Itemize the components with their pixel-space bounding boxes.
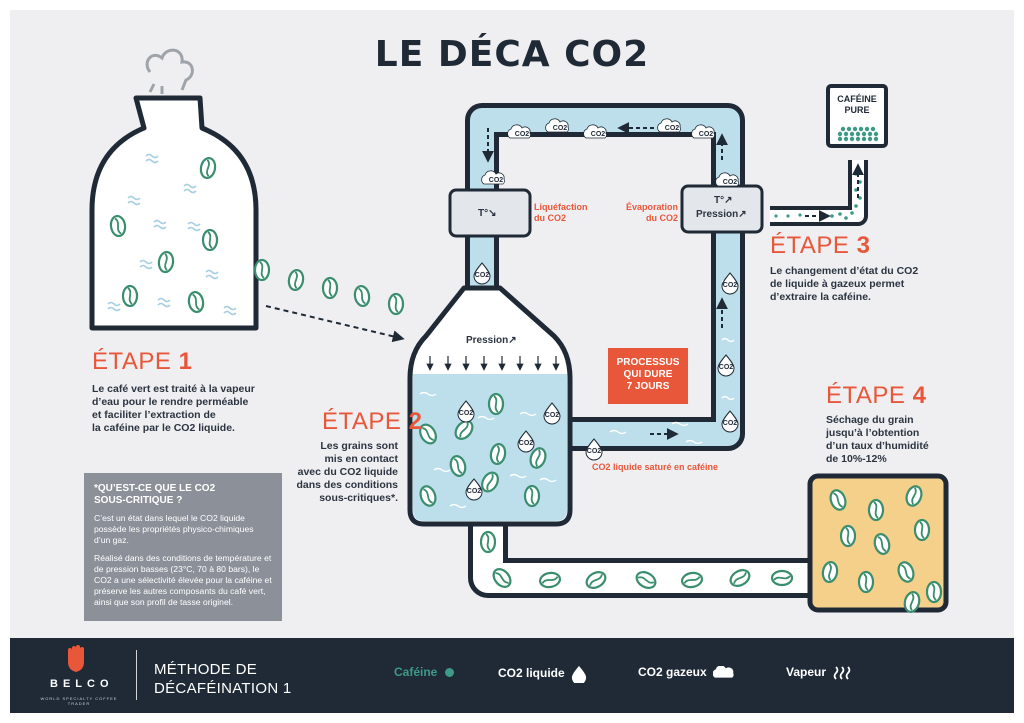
info-paragraph-2: Réalisé dans des conditions de températu… bbox=[94, 553, 272, 607]
co2-drop-icon bbox=[571, 666, 587, 685]
flow-arrow bbox=[265, 305, 405, 343]
svg-text:CO2: CO2 bbox=[519, 440, 534, 447]
svg-text:CO2: CO2 bbox=[459, 410, 474, 417]
legend-co2-liquid: CO2 liquide bbox=[498, 665, 587, 685]
tank-pressure-label: Pression↗ bbox=[466, 335, 517, 346]
svg-text:CO2: CO2 bbox=[489, 177, 504, 184]
steam-cloud-icon bbox=[145, 48, 194, 94]
tank-liquid bbox=[413, 374, 567, 521]
vapour-icon bbox=[833, 666, 851, 680]
footer-bar: BELCO WORLD SPECIALTY COFFEE TRADER MÉTH… bbox=[10, 638, 1014, 713]
svg-text:CO2: CO2 bbox=[719, 364, 734, 371]
caffeine-dot-icon bbox=[444, 668, 454, 678]
footer-divider bbox=[136, 650, 137, 700]
brand-name: BELCO bbox=[50, 678, 114, 690]
svg-text:CO2: CO2 bbox=[515, 131, 530, 138]
step-2-heading: ÉTAPE 2 bbox=[322, 408, 423, 435]
svg-text:CO2: CO2 bbox=[723, 420, 738, 427]
belco-hand-logo-icon bbox=[68, 645, 84, 672]
temp-up-label: T°↗ bbox=[714, 195, 733, 206]
svg-text:CO2: CO2 bbox=[475, 272, 490, 279]
svg-text:CO2: CO2 bbox=[553, 125, 568, 132]
svg-text:CO2: CO2 bbox=[665, 125, 680, 132]
legend-co2-gas: CO2 gazeux bbox=[638, 665, 735, 680]
legend-caffeine: Caféine bbox=[394, 665, 454, 679]
svg-text:CO2: CO2 bbox=[467, 488, 482, 495]
step-4-heading: ÉTAPE 4 bbox=[826, 382, 927, 409]
brand-tagline: WORLD SPECIALTY COFFEE TRADER bbox=[40, 696, 118, 706]
pressure-up-label: Pression↗ bbox=[696, 209, 747, 220]
co2-cloud-icon bbox=[712, 665, 734, 678]
legend-vapour: Vapeur bbox=[786, 665, 851, 681]
caffeine-dots bbox=[837, 126, 879, 142]
temp-down-label: T°↘ bbox=[478, 208, 497, 219]
page-title: LE DÉCA CO2 bbox=[374, 34, 650, 75]
saturated-co2-label: CO2 liquide saturé en caféine bbox=[592, 462, 719, 472]
svg-text:CO2: CO2 bbox=[723, 282, 738, 289]
caffeine-pipe-outline bbox=[770, 160, 868, 226]
svg-text:CO2: CO2 bbox=[591, 131, 606, 138]
step-3-heading: ÉTAPE 3 bbox=[770, 232, 871, 259]
svg-text:CO2: CO2 bbox=[723, 179, 738, 186]
svg-text:CO2: CO2 bbox=[545, 412, 560, 419]
step-1-heading: ÉTAPE 1 bbox=[92, 348, 193, 375]
steam-chamber-bottle bbox=[89, 95, 259, 331]
info-paragraph-1: C’est un état dans lequel le CO2 liquide… bbox=[94, 513, 254, 545]
liquefaction-valve bbox=[448, 188, 532, 238]
svg-text:CO2: CO2 bbox=[699, 131, 714, 138]
saturated-pipe-fill bbox=[550, 410, 740, 446]
svg-text:CO2: CO2 bbox=[587, 448, 602, 455]
